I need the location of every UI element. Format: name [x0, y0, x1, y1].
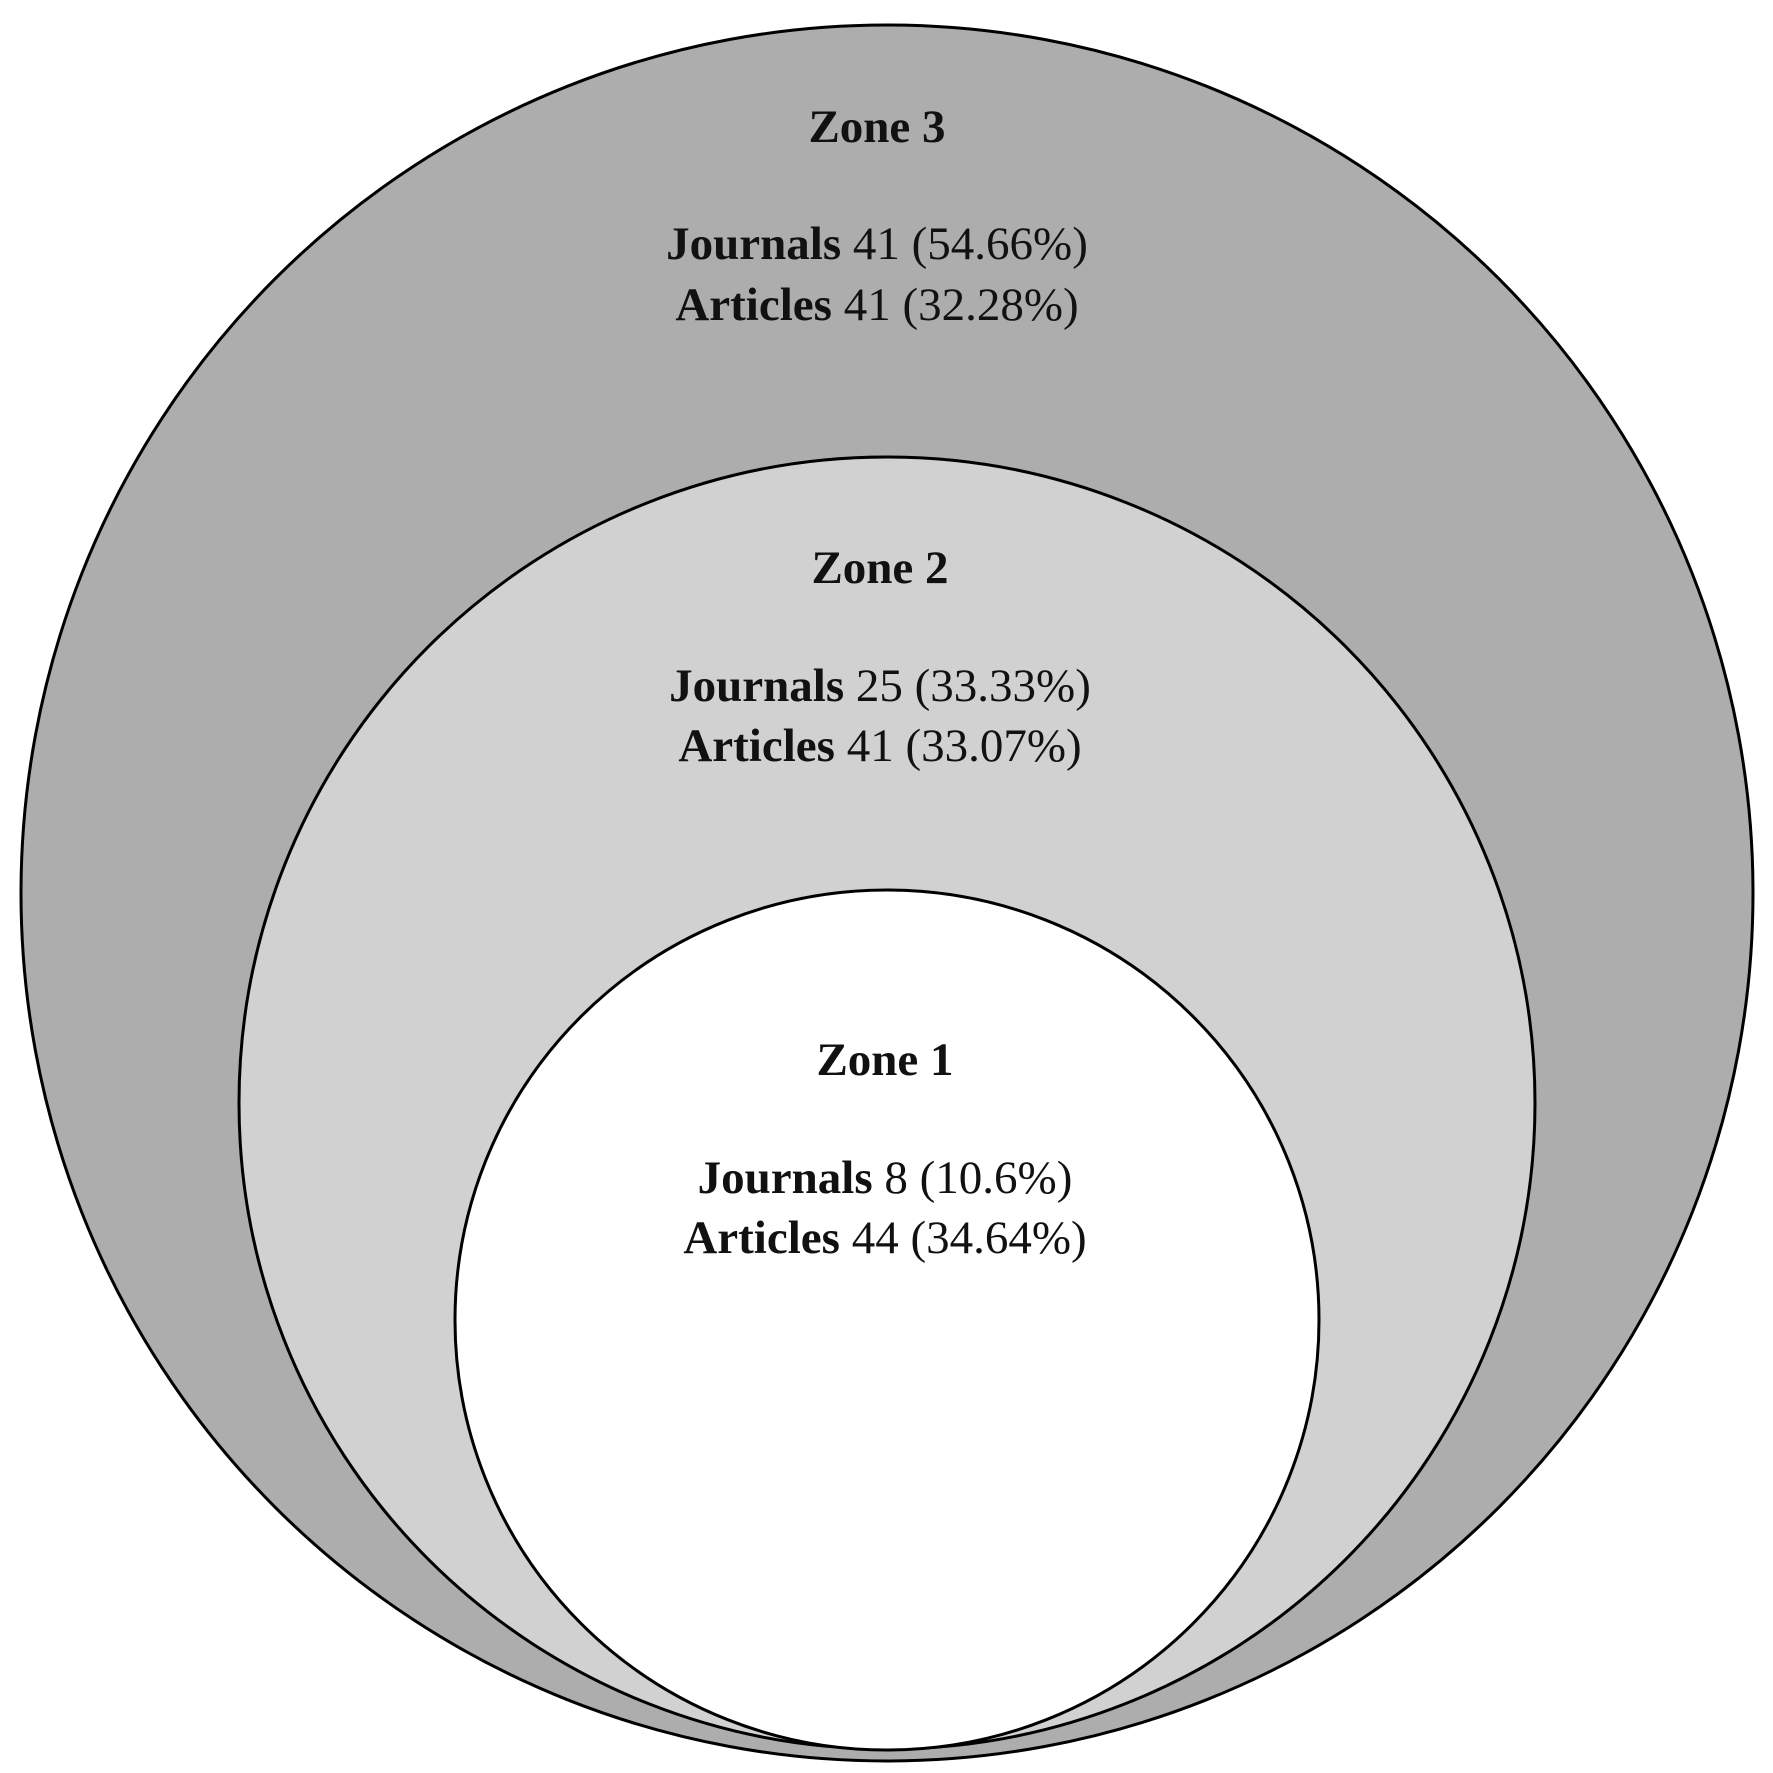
- zone-1-journals-label: Journals: [698, 1152, 873, 1204]
- zone-3-journals: Journals 41 (54.66%): [666, 218, 1088, 270]
- zone-1-articles: Articles 44 (34.64%): [683, 1212, 1086, 1264]
- zone-2-articles-label: Articles: [678, 720, 835, 772]
- zone-3-articles: Articles 41 (32.28%): [675, 279, 1078, 331]
- zone-2-label-group: Zone 2 Journals 25 (33.33%) Articles 41 …: [669, 542, 1091, 772]
- zone-2-articles-value: 41 (33.07%): [847, 720, 1082, 772]
- zone-2-title: Zone 2: [811, 542, 948, 594]
- zone-1-articles-label: Articles: [683, 1212, 840, 1264]
- zone-2-articles: Articles 41 (33.07%): [678, 720, 1081, 772]
- zone-1-title: Zone 1: [816, 1034, 953, 1086]
- zone-2-journals-value: 25 (33.33%): [856, 660, 1091, 712]
- zone-2-journals: Journals 25 (33.33%): [669, 660, 1091, 712]
- zone-1-circle: [453, 888, 1321, 1752]
- zone-2-journals-label: Journals: [669, 660, 844, 712]
- zone-3-journals-label: Journals: [666, 218, 841, 270]
- zone-1-journals: Journals 8 (10.6%): [698, 1152, 1073, 1204]
- zone-3-journals-value: 41 (54.66%): [853, 218, 1088, 270]
- zone-1-label-group: Zone 1 Journals 8 (10.6%) Articles 44 (3…: [683, 1034, 1086, 1264]
- zone-3-articles-label: Articles: [675, 279, 832, 331]
- zone-1-articles-value: 44 (34.64%): [852, 1212, 1087, 1264]
- zone-1-journals-value: 8 (10.6%): [884, 1152, 1072, 1204]
- zone-3-label-group: Zone 3 Journals 41 (54.66%) Articles 41 …: [666, 101, 1088, 331]
- zone-3-articles-value: 41 (32.28%): [844, 279, 1079, 331]
- zone-3-title: Zone 3: [808, 101, 945, 153]
